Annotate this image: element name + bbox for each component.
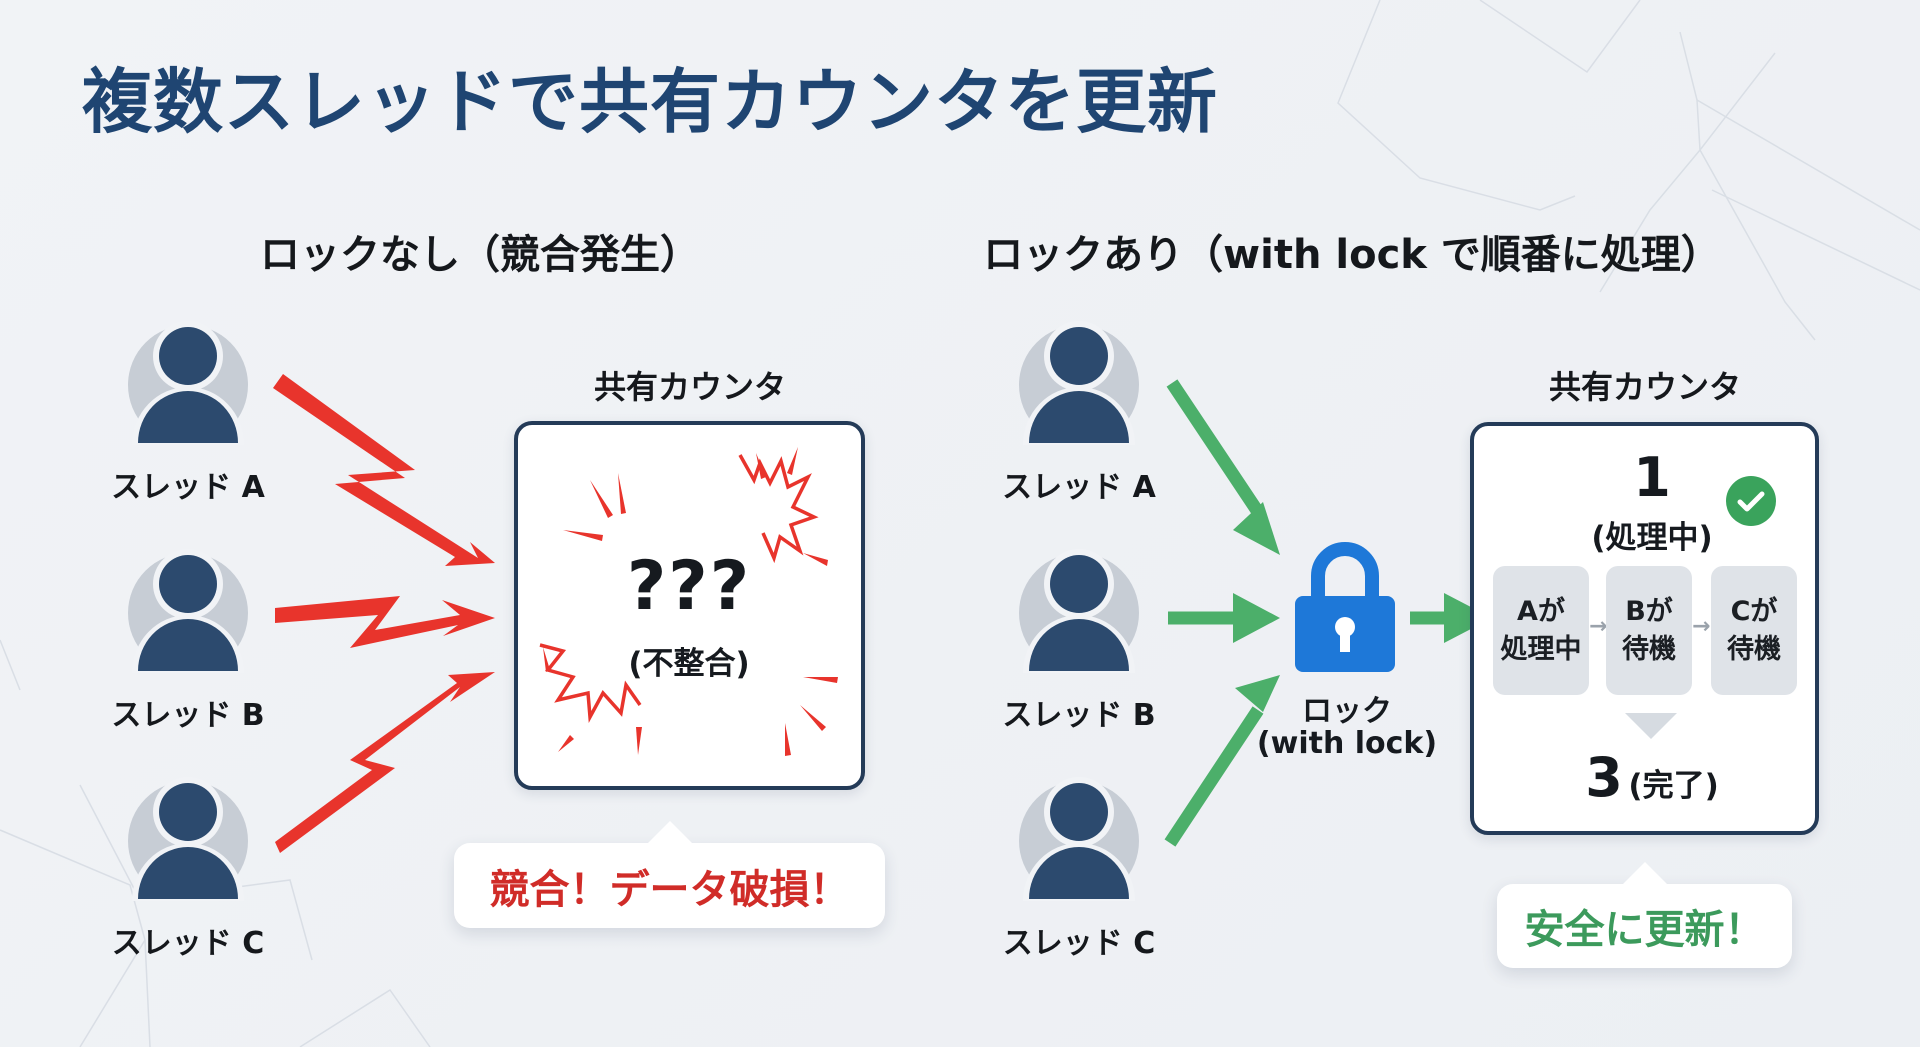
queue-item-c-line1: Cが bbox=[1730, 595, 1778, 627]
thread-label-c: スレッド C bbox=[1002, 926, 1156, 961]
queue-arrow-icon: → bbox=[1692, 614, 1711, 639]
arrow-b-to-lock bbox=[1168, 593, 1280, 643]
right-shared-counter-box: 1 (処理中) Aが 処理中 → Bが 待機 → Cが 待機 3 (完了) bbox=[1470, 422, 1819, 835]
explosion-burst-icon bbox=[539, 447, 838, 756]
lock-sublabel: (with lock) bbox=[1256, 726, 1438, 761]
thread-label-b: スレッド B bbox=[111, 698, 265, 733]
zigzag-arrow-icon bbox=[273, 374, 495, 566]
current-counter-status: (処理中) bbox=[1591, 520, 1713, 556]
queue-item-a-line1: Aが bbox=[1517, 595, 1565, 627]
lock-label: ロック bbox=[1302, 694, 1392, 729]
current-counter-value: 1 bbox=[1633, 446, 1671, 509]
left-race-callout: 競合！データ破損！ bbox=[454, 843, 885, 928]
thread-label-a: スレッド A bbox=[1002, 470, 1156, 505]
queue-item-a: Aが 処理中 bbox=[1493, 566, 1589, 695]
thread-label-b: スレッド B bbox=[1002, 698, 1156, 733]
arrow-lock-to-counter bbox=[1410, 593, 1492, 643]
queue-item-a-line2: 処理中 bbox=[1500, 633, 1582, 665]
left-counter-label: 共有カウンタ bbox=[593, 368, 787, 406]
right-section-heading: ロックあり（with lock で順番に処理） bbox=[983, 232, 1721, 278]
queue-item-c-line2: 待機 bbox=[1727, 633, 1781, 665]
left-counter-value: ??? bbox=[626, 547, 752, 626]
person-icon bbox=[1019, 777, 1139, 901]
page-title: 複数スレッドで共有カウンタを更新 bbox=[82, 61, 1218, 143]
queue-item-b-line1: Bが bbox=[1625, 595, 1673, 627]
zigzag-arrow-icon bbox=[275, 672, 495, 853]
person-icon bbox=[1019, 321, 1139, 445]
person-icon bbox=[128, 321, 248, 445]
person-icon bbox=[128, 549, 248, 673]
left-section-heading: ロックなし（競合発生） bbox=[260, 232, 700, 278]
person-icon bbox=[1019, 549, 1139, 673]
left-shared-counter-box: ??? (不整合) bbox=[514, 421, 865, 790]
padlock-icon bbox=[1295, 542, 1395, 672]
arrow-c-to-lock bbox=[1164, 675, 1280, 847]
arrow-a-to-lock bbox=[1166, 379, 1280, 555]
left-counter-status: (不整合) bbox=[628, 646, 750, 682]
final-counter: 3 (完了) bbox=[1585, 746, 1719, 809]
queue-item-c: Cが 待機 bbox=[1711, 566, 1797, 695]
queue-item-b-line2: 待機 bbox=[1622, 633, 1676, 665]
thread-label-a: スレッド A bbox=[111, 470, 265, 505]
queue-arrow-icon: → bbox=[1589, 614, 1608, 639]
triangle-down-icon bbox=[1625, 713, 1677, 739]
right-safe-callout: 安全に更新！ bbox=[1497, 884, 1792, 968]
final-counter-status: (完了) bbox=[1628, 768, 1719, 804]
zigzag-arrow-icon bbox=[275, 596, 495, 648]
thread-label-c: スレッド C bbox=[111, 926, 265, 961]
right-counter-label: 共有カウンタ bbox=[1548, 368, 1742, 406]
person-icon bbox=[128, 777, 248, 901]
final-counter-value: 3 bbox=[1585, 746, 1623, 809]
queue-item-b: Bが 待機 bbox=[1606, 566, 1692, 695]
check-circle-icon bbox=[1726, 476, 1776, 526]
